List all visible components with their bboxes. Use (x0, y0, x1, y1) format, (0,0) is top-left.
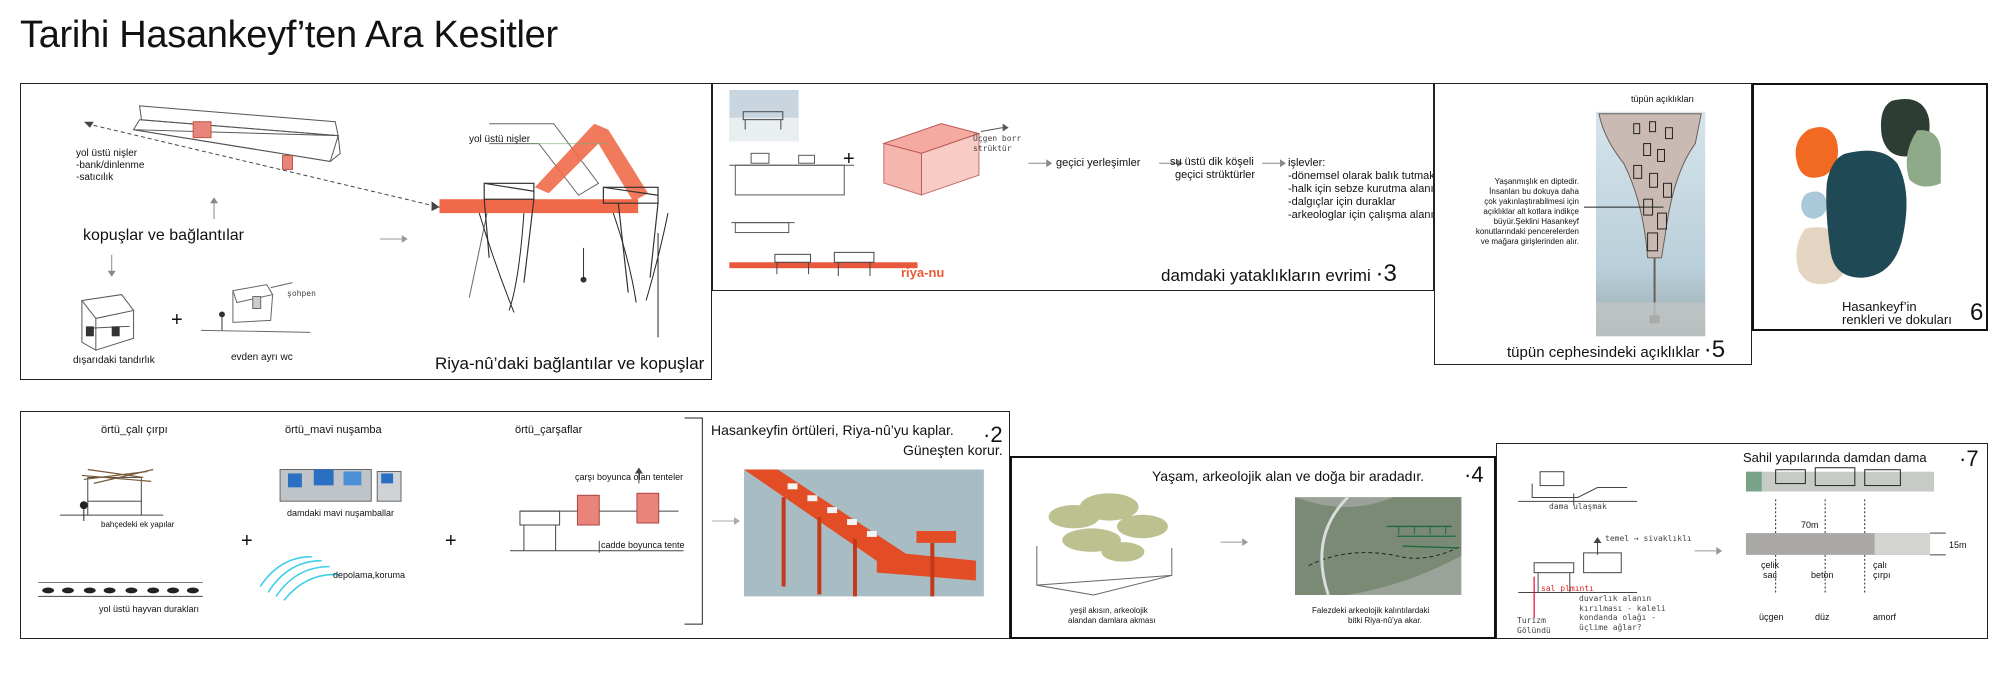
water-structures-line2: geçici strüktürler (1175, 169, 1256, 181)
shape-flat: düz (1815, 612, 1830, 622)
function-4: -arkeologlar için çalışma alanı (1288, 209, 1434, 221)
dim-15m: 15m (1949, 540, 1967, 550)
panel3-caption: damdaki yataklıkların evrimi ·3 (1161, 260, 1397, 288)
panel1-caption: Riya-nû’daki bağlantılar ve kopuşlar ·1 (435, 348, 711, 376)
panel4-number: ·4 (1464, 462, 1484, 487)
niches-item-1: -bank/dinlenme (76, 160, 145, 171)
plus-sign: + (241, 530, 253, 552)
shoreline-note: sal plmıntı (1541, 584, 1594, 593)
market-tents-label: çarşı boyunca olan tenteler (575, 472, 684, 482)
panel-tube-openings: tüpün açıklıkları Yaşanmışlık en diptedi… (1434, 83, 1752, 365)
blue-roof-label: damdaki mavi nuşamballar (287, 508, 395, 518)
reach-roof-note: dama ulaşmak (1549, 502, 1607, 511)
function-3: -dalgıçlar için duraklar (1288, 196, 1396, 208)
dim-70m: 70m (1801, 520, 1819, 530)
wall-note: duvarlık alanın kırılması - kaleli konda… (1579, 594, 1666, 632)
tourism-note: Turizm Gölündü (1517, 616, 1551, 635)
niches-item-2: -satıcılık (76, 172, 114, 183)
rooftop-sketch (729, 89, 1286, 277)
panel2-number: ·2 (983, 422, 1003, 447)
cover-sheets-label: örtü_çarşaflar (515, 424, 583, 436)
material-sheet: sac (1763, 570, 1778, 580)
connections-sketch (81, 105, 669, 352)
storage-label: depolama,koruma (333, 570, 406, 580)
tube-desc-2: İnsanları bu dokuya daha (1489, 187, 1579, 196)
tube-desc-4: açıklıklar alt kotlara indikçe (1483, 207, 1579, 216)
panel-connections: yol üstü nişler -bank/dinlenme -satıcılı… (20, 83, 712, 380)
panel3-caption-text: damdaki yataklıkların evrimi (1161, 266, 1371, 285)
panel-rooftop-evolution: + Üçgen borr strüktür geçici yerleşimler… (712, 83, 1434, 291)
tube-desc-5: büyür.Şeklini Hasankeyf (1493, 217, 1579, 226)
page-title: Tarihi Hasankeyf’ten Ara Kesitler (20, 14, 558, 56)
panel6-number: 6 (1970, 299, 1984, 326)
tube-desc-1: Yaşanmışlık en diptedir. (1494, 177, 1579, 186)
green-flow-2: alandan damlara akması (1068, 616, 1156, 625)
panel2-caption-1: Hasankeyfin örtüleri, Riya-nû’yu kaplar. (711, 422, 954, 438)
covers-sketch (38, 417, 984, 625)
functions-title: işlevler: (1288, 157, 1326, 169)
panel-covers: örtü_çalı çırpı örtü_mavi nuşamba örtü_ç… (20, 411, 1010, 639)
cover-shrub-label: örtü_çalı çırpı (101, 424, 168, 436)
panel-coastal: Sahil yapılarında damdan dama ·7 dama ul… (1496, 443, 1988, 639)
green-flow-1: yeşil akısın, arkeolojik (1070, 606, 1148, 615)
sohpen-label: şohpen (287, 289, 316, 298)
panel5-caption-text: tüpün cephesindeki açıklıklar (1507, 344, 1700, 361)
coastal-sketch (1518, 467, 1946, 619)
garden-label: bahçedeki ek yapılar (101, 520, 175, 529)
road-niches-label: yol üstü nişler (469, 134, 531, 145)
tandir-label: dışarıdaki tandırlık (73, 355, 155, 366)
niches-title: yol üstü nişler (76, 148, 138, 159)
panel5-caption: tüpün cephesindeki açıklıklar ·5 (1507, 336, 1725, 364)
cover-blue-label: örtü_mavi nuşamba (285, 424, 382, 436)
archaeology-sketch (1036, 493, 1462, 596)
street-tent-label: cadde boyunca tente (601, 540, 685, 550)
triangle-structure-note: Üçgen borr strüktür (973, 134, 1022, 153)
panel7-caption: Sahil yapılarında damdan dama (1743, 450, 1927, 465)
function-2: -halk için sebze kurutma alanı (1288, 183, 1434, 195)
tube-desc-6: konutlarındaki pencerelerden (1475, 227, 1579, 236)
panel1-number: ·1 (709, 348, 711, 375)
cliff-flow-1: Falezdeki arkeolojik kalıntılardaki (1312, 606, 1430, 615)
panel1-caption-text: Riya-nû’daki bağlantılar ve kopuşlar (435, 354, 705, 373)
riya-nu-label: riya-nu (901, 265, 945, 280)
connections-label: kopuşlar ve bağlantılar (83, 227, 244, 244)
temp-settlements-label: geçici yerleşimler (1056, 157, 1141, 169)
tube-desc-7: ve mağara girişlerinden alır. (1480, 237, 1579, 246)
color-blobs (1795, 98, 1941, 285)
material-shrub-2: çırpı (1873, 570, 1891, 580)
tube-openings-title: tüpün açıklıkları (1631, 94, 1695, 104)
function-1: -dönemsel olarak balık tutmak (1288, 170, 1434, 182)
material-steel: çelik (1761, 560, 1780, 570)
tube-desc-3: çok yakınlaştırabilmesi için (1484, 197, 1579, 206)
panel4-caption: Yaşam, arkeolojik alan ve doğa bir arada… (1152, 468, 1425, 484)
panel3-number: ·3 (1375, 260, 1397, 287)
wc-label: evden ayrı wc (231, 352, 293, 363)
panel-colors: Hasankeyf’in renkleri ve dokuları 6 (1752, 83, 1988, 331)
material-shrub: çalı (1873, 560, 1888, 570)
cliff-flow-2: bitki Riya-nû’ya akar. (1348, 616, 1422, 625)
material-concrete: beton (1811, 570, 1834, 580)
plus-sign: + (843, 148, 855, 170)
colors-caption-2: renkleri ve dokuları (1842, 312, 1952, 327)
panel-archaeology: Yaşam, arkeolojik alan ve doğa bir arada… (1010, 456, 1496, 639)
plus-sign: + (171, 309, 183, 331)
colors-caption-1: Hasankeyf’in (1842, 299, 1917, 314)
panel5-number: ·5 (1703, 336, 1726, 363)
foundation-note: temel → sivaklıklı (1605, 534, 1692, 543)
shape-triangle: üçgen (1759, 612, 1784, 622)
water-structures-line1: su üstü dik köşeli (1170, 156, 1254, 168)
tube-sketch (1584, 111, 1706, 337)
shape-amorphous: amorf (1873, 612, 1897, 622)
panel7-number: ·7 (1959, 446, 1979, 471)
animals-label: yol üstü hayvan durakları (99, 604, 200, 614)
panel2-caption-2: Güneşten korur. (903, 442, 1003, 458)
plus-sign: + (445, 530, 457, 552)
